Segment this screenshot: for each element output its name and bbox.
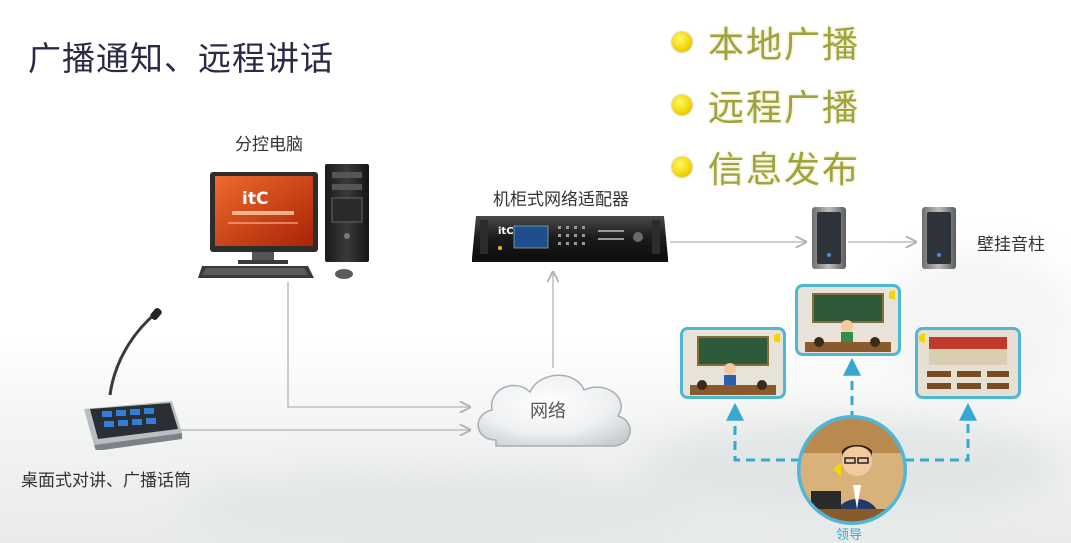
bullet-icon xyxy=(672,95,692,115)
feature-item-local-broadcast: 本地广播 xyxy=(672,20,860,66)
leader-dashed-links xyxy=(726,357,977,462)
page-title: 广播通知、远程讲话 xyxy=(28,39,334,78)
cloud-icon xyxy=(477,374,631,447)
feature-item-info-publish: 信息发布 xyxy=(672,145,860,191)
adapter-label: 机柜式网络适配器 xyxy=(493,190,629,210)
classroom-icon xyxy=(795,284,901,356)
leader-icon xyxy=(797,415,907,525)
bullet-icon xyxy=(672,32,692,52)
feature-item-remote-broadcast: 远程广播 xyxy=(672,83,860,129)
computer-icon: itC xyxy=(198,164,369,279)
network-label: 网络 xyxy=(530,401,566,422)
classroom-icon xyxy=(915,327,1021,399)
feature-label: 信息发布 xyxy=(708,150,861,191)
speaker-label: 壁挂音柱 xyxy=(977,235,1045,255)
mic-label: 桌面式对讲、广播话筒 xyxy=(21,471,191,491)
wall-speaker-icon xyxy=(922,207,956,269)
pc-screen-logo: itC xyxy=(242,189,268,209)
wall-speaker-icon xyxy=(812,207,846,269)
feature-label: 远程广播 xyxy=(708,88,861,129)
desktop-microphone-icon xyxy=(84,308,182,450)
adapter-brand: itC xyxy=(498,226,514,237)
rack-adapter-icon: itC xyxy=(472,216,668,262)
feature-label: 本地广播 xyxy=(708,25,861,66)
line-pc-to-network xyxy=(287,282,470,407)
classroom-icon xyxy=(680,327,786,399)
pc-label: 分控电脑 xyxy=(235,135,303,155)
leader-label: 领导 xyxy=(836,528,863,543)
bullet-icon xyxy=(672,157,692,177)
